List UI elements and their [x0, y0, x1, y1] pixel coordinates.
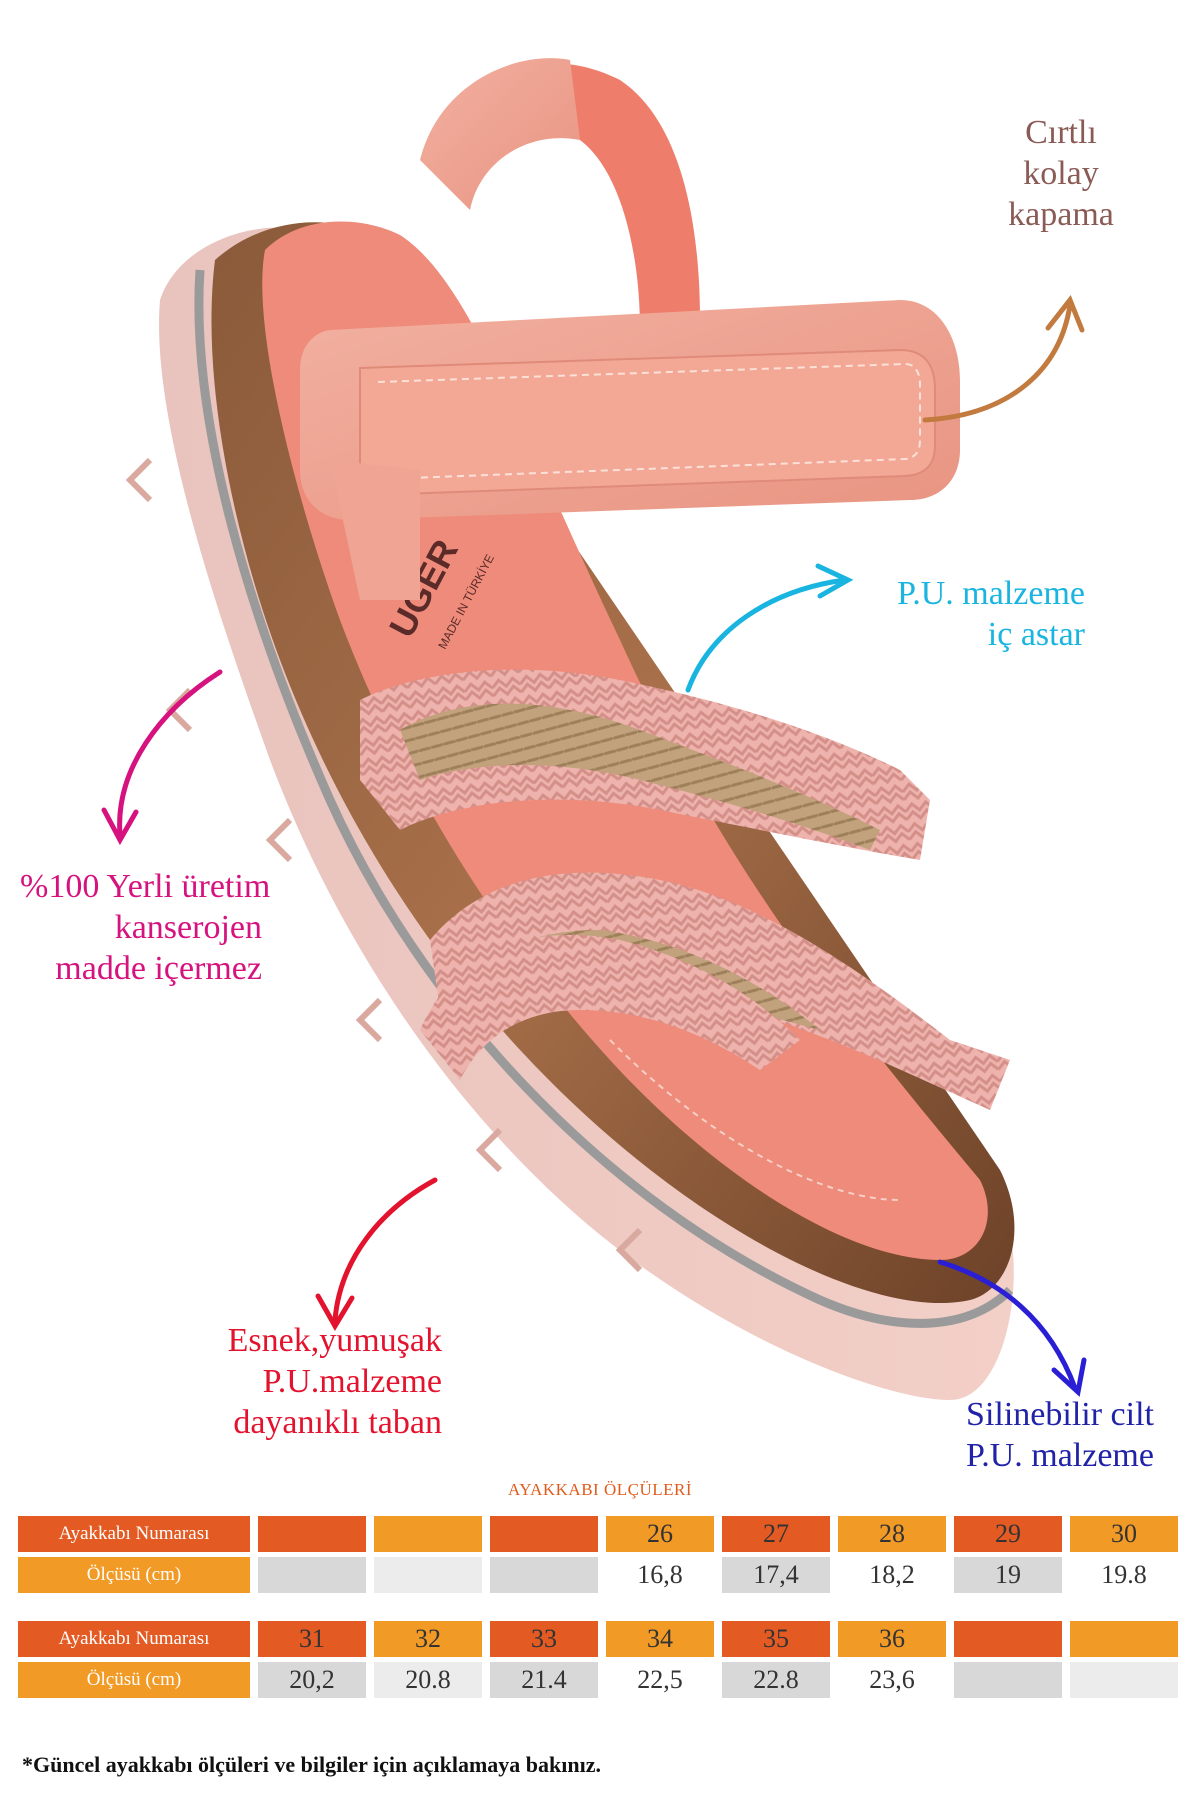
measure-row: Ölçüsü (cm) 20,2 20.8 21.4 22,5 22.8 23,…	[18, 1662, 1186, 1698]
size-cell: 31	[258, 1621, 366, 1657]
measure-cell: 22,5	[606, 1662, 714, 1698]
callout-velcro: Cırtlı kolay kapama	[1000, 112, 1122, 235]
callout-lining-line-2: iç astar	[987, 616, 1085, 653]
measure-cell: 19	[954, 1557, 1062, 1593]
size-header: Ayakkabı Numarası	[18, 1516, 250, 1552]
measure-cell: 23,6	[838, 1662, 946, 1698]
sole-arrow-icon	[315, 1177, 438, 1331]
measure-cell	[258, 1557, 366, 1593]
footnote: *Güncel ayakkabı ölçüleri ve bilgiler iç…	[22, 1752, 601, 1777]
skin-arrow-icon	[937, 1259, 1087, 1397]
callout-local-line-3: madde içermez	[55, 950, 262, 987]
lining-arrow-icon	[685, 563, 854, 693]
measure-cell	[490, 1557, 598, 1593]
size-cell: 29	[954, 1516, 1062, 1552]
size-cell: 32	[374, 1621, 482, 1657]
measure-cell	[1070, 1662, 1178, 1698]
size-cell: 35	[722, 1621, 830, 1657]
measure-cell: 20.8	[374, 1662, 482, 1698]
size-cell: 33	[490, 1621, 598, 1657]
callout-sole-line-1: Esnek,yumuşak	[227, 1322, 442, 1359]
size-cell: 27	[722, 1516, 830, 1552]
size-table-2: Ayakkabı Numarası 31 32 33 34 35 36 Ölçü…	[18, 1621, 1186, 1703]
size-cell	[954, 1621, 1062, 1657]
measure-header: Ölçüsü (cm)	[18, 1662, 250, 1698]
measure-cell	[954, 1662, 1062, 1698]
callout-skin-line-2: P.U. malzeme	[966, 1437, 1154, 1474]
callout-sole: Esnek,yumuşak P.U.malzeme dayanıklı taba…	[170, 1320, 442, 1443]
measure-cell: 17,4	[722, 1557, 830, 1593]
size-cell	[490, 1516, 598, 1552]
callout-sole-line-3: dayanıklı taban	[233, 1404, 442, 1441]
size-row: Ayakkabı Numarası 26 27 28 29 30	[18, 1516, 1186, 1552]
size-chart-title: AYAKKABI ÖLÇÜLERİ	[507, 1480, 692, 1499]
size-cell	[258, 1516, 366, 1552]
callout-lining: P.U. malzeme iç astar	[835, 573, 1085, 655]
size-cell: 36	[838, 1621, 946, 1657]
measure-cell: 21.4	[490, 1662, 598, 1698]
callout-velcro-line-1: Cırtlı	[1025, 114, 1097, 151]
measure-cell: 22.8	[722, 1662, 830, 1698]
size-cell: 26	[606, 1516, 714, 1552]
size-cell: 30	[1070, 1516, 1178, 1552]
measure-row: Ölçüsü (cm) 16,8 17,4 18,2 19 19.8	[18, 1557, 1186, 1593]
callout-local-line-1: %100 Yerli üretim	[20, 868, 271, 905]
size-row: Ayakkabı Numarası 31 32 33 34 35 36	[18, 1621, 1186, 1657]
size-cell: 34	[606, 1621, 714, 1657]
callout-lining-line-1: P.U. malzeme	[897, 575, 1085, 612]
local-arrow-icon	[101, 669, 223, 846]
callout-skin-line-1: Silinebilir cilt	[966, 1396, 1154, 1433]
size-cell: 28	[838, 1516, 946, 1552]
measure-header: Ölçüsü (cm)	[18, 1557, 250, 1593]
callout-velcro-line-2: kolay	[1023, 155, 1099, 192]
measure-cell: 19.8	[1070, 1557, 1178, 1593]
callout-local-line-2: kanserojen	[114, 909, 262, 946]
callout-velcro-line-3: kapama	[1008, 196, 1114, 233]
callout-skin: Silinebilir cilt P.U. malzeme	[950, 1394, 1170, 1476]
measure-cell	[374, 1557, 482, 1593]
measure-cell: 18,2	[838, 1557, 946, 1593]
size-table-1: Ayakkabı Numarası 26 27 28 29 30 Ölçüsü …	[18, 1516, 1186, 1598]
size-header: Ayakkabı Numarası	[18, 1621, 250, 1657]
callout-local: %100 Yerli üretim kanserojen madde içerm…	[20, 866, 271, 989]
callout-sole-line-2: P.U.malzeme	[262, 1363, 442, 1400]
measure-cell: 20,2	[258, 1662, 366, 1698]
velcro-arrow-icon	[922, 295, 1085, 423]
size-cell	[374, 1516, 482, 1552]
size-cell	[1070, 1621, 1178, 1657]
measure-cell: 16,8	[606, 1557, 714, 1593]
